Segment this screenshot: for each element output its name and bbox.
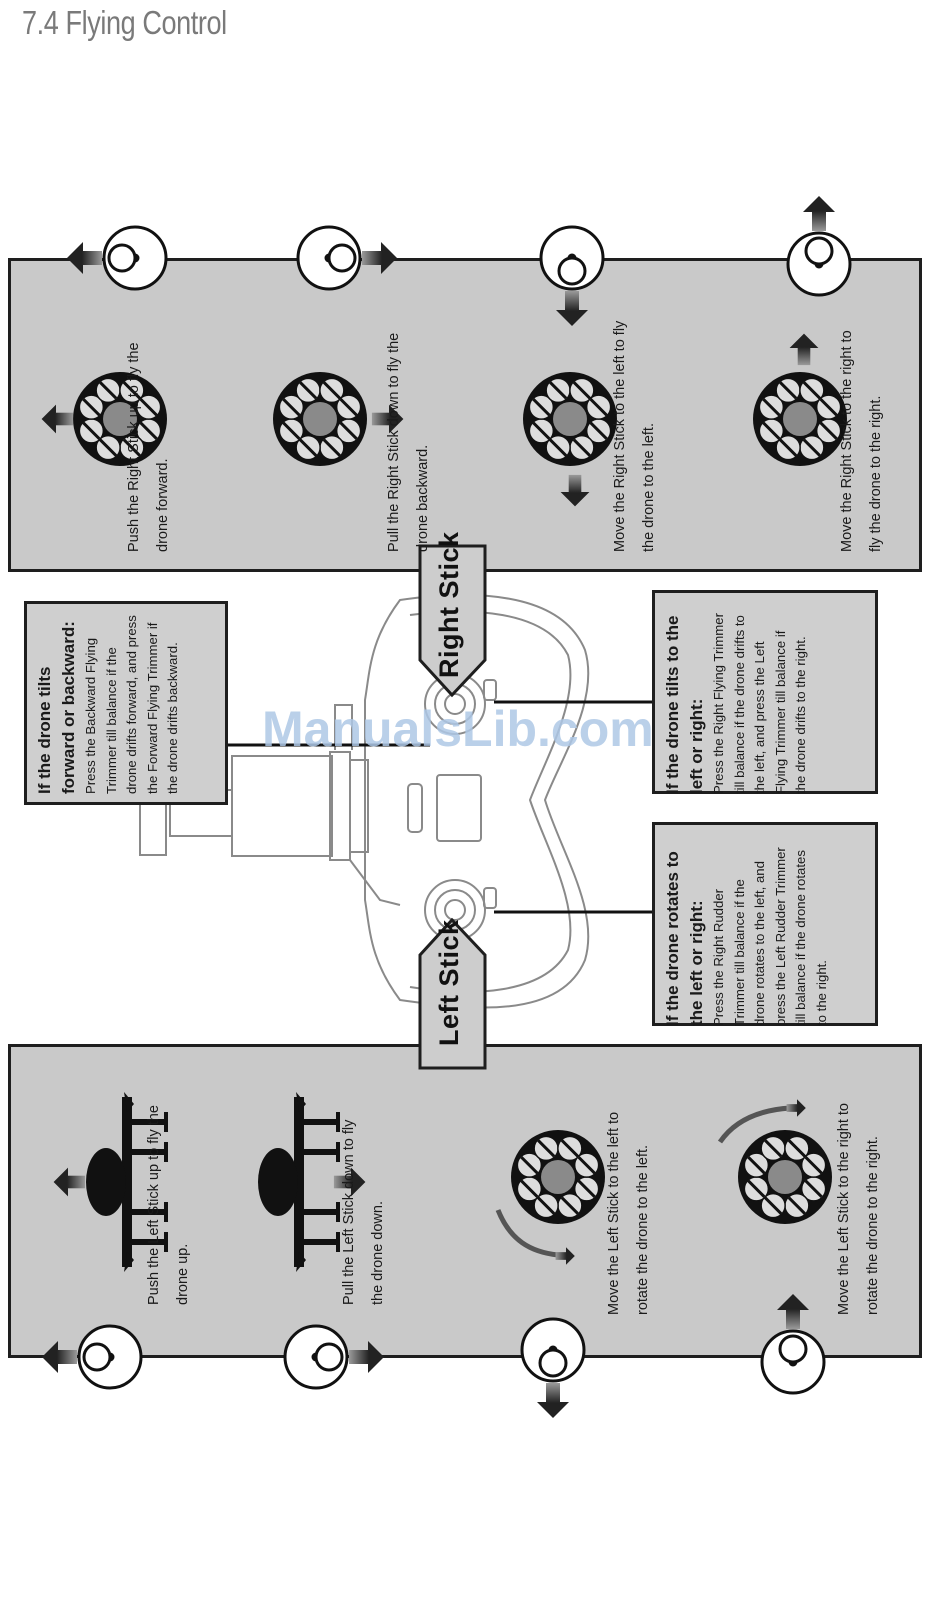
arrow-icon [333,1167,366,1197]
note-heading: If the drone tilts to the left or right: [663,615,706,795]
drone-top-icon [753,372,847,466]
right-stick-tab [418,544,487,698]
arrow-icon [537,1383,569,1418]
instruction-text: Pull the Right Stick down to fly the dro… [386,332,431,552]
instruction-text: Push the Right Stick up to fly the drone… [126,342,171,552]
page-title: 7.4 Flying Control [22,4,227,41]
arrow-icon [560,474,590,507]
joystick-icon [760,1294,826,1395]
note-tilt-forward-backward: If the drone tilts forward or backward: … [24,601,228,805]
arrow-icon [42,1341,77,1373]
joystick-icon [67,225,168,291]
arrow-icon [556,291,588,326]
drone-side-icon [258,1092,340,1272]
joystick-icon [786,196,852,297]
arrow-icon [41,404,74,434]
joystick-icon [283,1324,384,1390]
note-body: Press the Backward Flying Trimmer till b… [83,615,180,794]
note-tilt-left-right: If the drone tilts to the left or right:… [652,590,878,794]
note-body: Press the Right Rudder Trimmer till bala… [711,847,829,1026]
drone-top-icon [273,372,367,466]
drone-top-icon [523,372,617,466]
note-rotation: If the drone rotates to the left or righ… [652,822,878,1026]
drone-top-icon [73,372,167,466]
note-body: Press the Right Flying Trimmer till bala… [711,612,808,794]
joystick-icon [539,225,605,326]
arrow-icon [53,1167,86,1197]
instruction-text: Move the Left Stick to the right to rota… [836,1103,881,1315]
arrow-icon [803,196,835,231]
arrow-icon [67,242,102,274]
arrow-icon [789,333,819,366]
note-heading: If the drone rotates to the left or righ… [663,851,706,1026]
joystick-icon [520,1317,586,1418]
instruction-text: Pull the Left Stick down to fly the dron… [341,1119,386,1305]
arrow-icon [786,1099,806,1117]
rotate-arrow-icon [495,1209,575,1265]
arrow-icon [371,404,404,434]
arrow-icon [362,242,397,274]
drone-top-icon [511,1130,605,1224]
right-stick-label: Right Stick [434,531,464,678]
drone-top-icon [738,1130,832,1224]
instruction-text: Move the Right Stick to the right to fly… [839,330,884,552]
joystick-icon [296,225,397,291]
instruction-text: Push the Left Stick up to fly the drone … [146,1105,191,1305]
left-stick-label: Left Stick [434,919,464,1046]
note-heading: If the drone tilts forward or backward: [35,621,78,794]
rotate-arrow-icon [717,1099,806,1144]
watermark: ManualsLib.com [262,701,654,757]
arrow-icon [349,1341,384,1373]
joystick-icon [42,1324,143,1390]
instruction-text: Move the Right Stick to the left to fly … [612,320,657,552]
drone-side-icon [86,1092,168,1272]
controller-illustration [139,594,590,1009]
left-stick-tab [418,917,487,1070]
arrow-icon [555,1247,575,1265]
instruction-text: Move the Left Stick to the left to rotat… [606,1111,651,1315]
arrow-icon [777,1294,809,1329]
